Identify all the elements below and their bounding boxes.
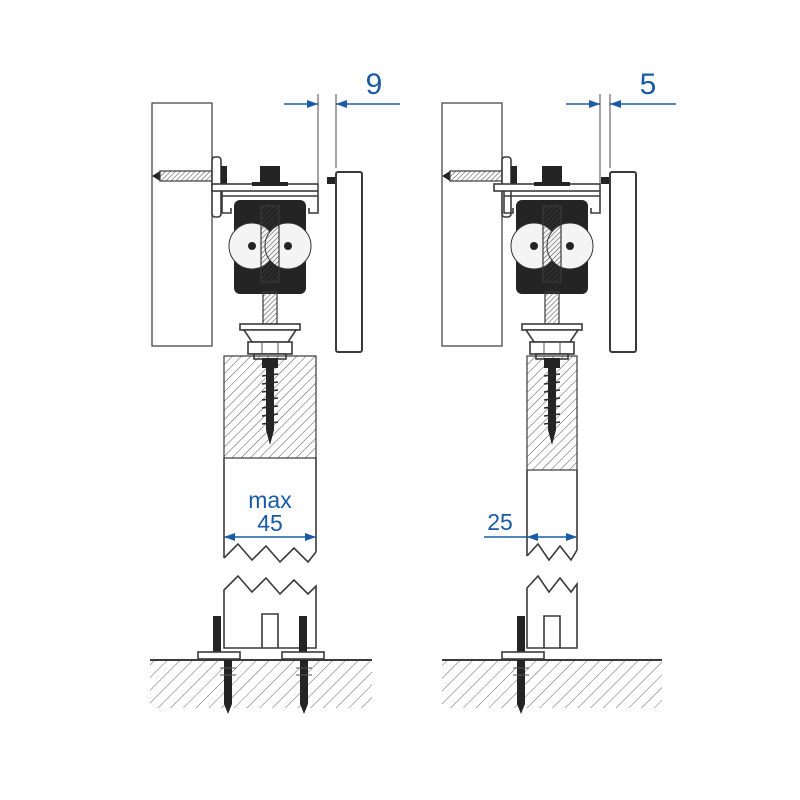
wall-section <box>441 102 503 347</box>
floor-anchor-tip <box>300 704 308 714</box>
door-thickness-dimension-right: 25 <box>484 509 577 541</box>
roller-trolley-left <box>211 165 319 360</box>
door-bottom-section <box>526 574 578 649</box>
floor-guide-leg <box>213 616 221 654</box>
dimension-arrow <box>224 533 235 541</box>
wall-section <box>151 102 213 347</box>
dimension-arrow <box>307 100 318 108</box>
left-view: 9 max 45 <box>150 68 400 714</box>
door-bottom-section <box>223 574 317 649</box>
gap-dimension-left: 9 <box>284 68 400 196</box>
floor-anchor-tip <box>224 704 232 714</box>
cover-clip <box>601 177 610 184</box>
dimension-arrow <box>305 533 316 541</box>
gap-dimension-label-left: 9 <box>366 68 383 101</box>
door-bottom-groove <box>261 613 279 648</box>
door-thickness-label-value: 45 <box>257 510 283 536</box>
floor-guide-foot <box>281 651 325 660</box>
dimension-arrow <box>336 100 347 108</box>
door-thickness-label-value: 25 <box>487 509 513 535</box>
right-view: 5 25 <box>441 68 676 714</box>
floor-anchor-bolt <box>517 660 525 704</box>
cover-clip <box>327 177 336 184</box>
floor-guide-foot <box>197 651 241 660</box>
door-break-zigzag-upper <box>223 542 317 564</box>
gap-dimension-right: 5 <box>566 68 676 196</box>
floor-section <box>150 660 372 708</box>
floor-guide-foot <box>501 651 545 660</box>
gap-dimension-label-right: 5 <box>640 68 657 101</box>
cover-panel <box>609 171 637 353</box>
door-side-edges <box>526 470 578 556</box>
door-thickness-label-max: max <box>248 487 292 513</box>
dimension-arrow <box>566 533 577 541</box>
dimension-arrow <box>527 533 538 541</box>
floor-anchor-bolt <box>300 660 308 704</box>
dimension-arrow <box>610 100 621 108</box>
cover-panel <box>335 171 363 353</box>
floor-guide-leg <box>517 616 525 654</box>
door-thickness-dimension-left: max 45 <box>224 487 316 541</box>
floor-guide-leg <box>299 616 307 654</box>
floor-section <box>442 660 662 708</box>
door-break-zigzag-upper <box>526 542 578 562</box>
floor-anchor-tip <box>517 704 525 714</box>
dimension-arrow <box>589 100 600 108</box>
floor-anchor-bolt <box>224 660 232 704</box>
door-bottom-groove <box>543 615 561 648</box>
